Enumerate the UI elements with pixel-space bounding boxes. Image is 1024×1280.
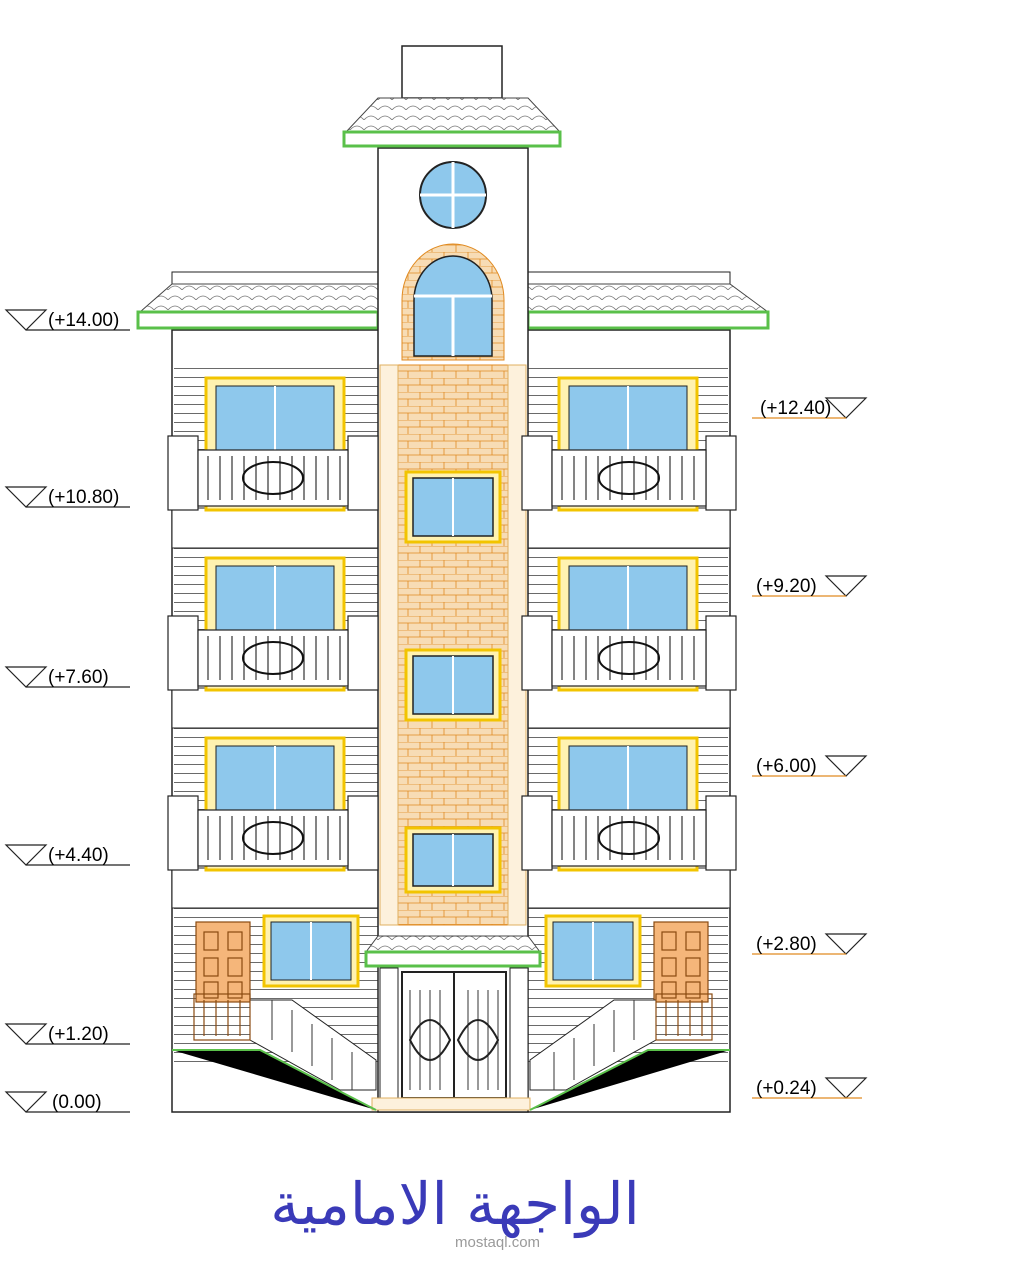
round-window xyxy=(419,161,487,229)
chimney xyxy=(401,45,503,99)
level-label-left-5: (+1.20) xyxy=(48,1024,109,1045)
drawing-title: الواجهة الامامية xyxy=(270,1170,640,1238)
level-label-left-1: (+14.00) xyxy=(48,310,120,331)
level-label-right-4: (+2.80) xyxy=(756,934,817,955)
level-label-right-1: (+12.40) xyxy=(760,398,832,419)
exterior-stairs xyxy=(249,999,657,1091)
entrance xyxy=(364,935,542,1111)
ground-railings xyxy=(193,993,713,1041)
level-label-left-3: (+7.60) xyxy=(48,667,109,688)
left-roof xyxy=(136,271,380,330)
arched-window xyxy=(401,243,505,361)
level-label-left-4: (+4.40) xyxy=(48,845,109,866)
balcony-railings xyxy=(167,435,737,871)
level-label-right-3: (+6.00) xyxy=(756,756,817,777)
level-label-right-5: (+0.24) xyxy=(756,1078,817,1099)
left-level-markers xyxy=(4,309,130,1113)
level-label-right-2: (+9.20) xyxy=(756,576,817,597)
right-roof xyxy=(526,271,770,330)
ground-floor-doors xyxy=(195,921,709,1003)
level-label-left-2: (+10.80) xyxy=(48,487,120,508)
watermark: mostaql.com xyxy=(455,1234,541,1251)
level-label-left-6: (0.00) xyxy=(52,1092,102,1113)
ground-floor-windows xyxy=(262,914,642,988)
ground-line xyxy=(172,1049,730,1111)
tower-roof xyxy=(342,97,562,148)
shaft-pilaster-left xyxy=(379,364,399,926)
right-level-markers xyxy=(752,397,868,1099)
stair-windows xyxy=(404,470,502,894)
